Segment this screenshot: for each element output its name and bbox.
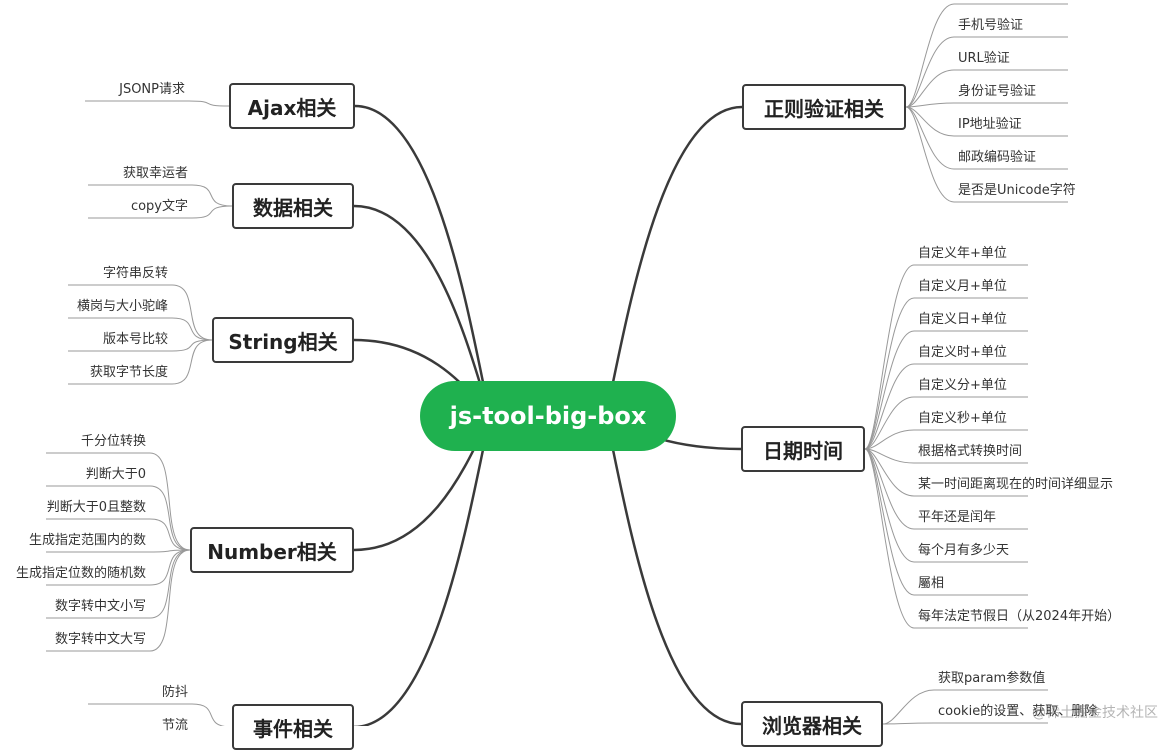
leaf-topic[interactable]: 节流 xyxy=(161,718,188,733)
leaf-topic[interactable]: 数字转中文小写 xyxy=(54,599,146,614)
leaf-topic[interactable]: 生成指定范围内的数 xyxy=(28,533,146,548)
leaf-topic[interactable]: 自定义时+单位 xyxy=(918,345,1007,360)
leaf-topic[interactable]: 平年还是闰年 xyxy=(918,510,997,525)
leaf-connector xyxy=(864,396,915,450)
leaf-connector xyxy=(864,429,915,450)
leaf-topic[interactable]: URL验证 xyxy=(958,51,1010,66)
leaf-connector xyxy=(149,485,191,551)
leaf-topic[interactable]: 身份证号验证 xyxy=(958,84,1037,99)
leaf-connector xyxy=(864,363,915,450)
leaf-connector xyxy=(149,452,191,551)
leaf-topic[interactable]: 自定义年+单位 xyxy=(918,246,1007,261)
leaf-connector xyxy=(864,264,915,450)
leaf-connector xyxy=(149,549,191,652)
leaf-connector xyxy=(882,689,935,725)
leaf-connector xyxy=(191,703,226,726)
branch-topic[interactable]: 日期时间 xyxy=(741,426,865,472)
leaf-connector xyxy=(864,448,915,629)
leaf-topic[interactable]: 自定义秒+单位 xyxy=(918,411,1007,426)
leaf-connector xyxy=(882,722,935,725)
leaf-topic[interactable]: 邮箱验证 xyxy=(958,0,1010,1)
branch-topic[interactable]: String相关 xyxy=(212,317,354,363)
leaf-topic[interactable]: 数字转中文大写 xyxy=(54,632,146,647)
leaf-connector xyxy=(149,518,191,551)
leaf-topic[interactable]: 每个月有多少天 xyxy=(918,543,1010,558)
leaf-topic[interactable]: 判断大于0且整数 xyxy=(46,500,146,515)
leaf-connector xyxy=(171,339,213,385)
leaf-topic[interactable]: 生成指定位数的随机数 xyxy=(15,566,146,581)
leaf-topic[interactable]: IP地址验证 xyxy=(958,117,1022,132)
leaf-connector xyxy=(905,102,955,108)
leaf-topic[interactable]: 屬相 xyxy=(918,576,945,591)
leaf-topic[interactable]: 获取幸运者 xyxy=(122,166,188,181)
branch-connector xyxy=(353,415,492,726)
leaf-topic[interactable]: 手机号验证 xyxy=(958,18,1024,33)
branch-connector xyxy=(604,415,742,726)
leaf-connector xyxy=(905,106,955,170)
watermark-text: @稀土掘金技术社区 xyxy=(1032,705,1158,721)
leaf-topic[interactable]: 版本号比较 xyxy=(102,332,168,347)
branch-topic[interactable]: 正则验证相关 xyxy=(742,84,906,130)
leaf-connector xyxy=(149,549,191,553)
leaf-topic[interactable]: 某一时间距离现在的时间详细显示 xyxy=(918,477,1114,492)
leaf-connector xyxy=(905,3,955,108)
leaf-topic[interactable]: 千分位转换 xyxy=(80,434,146,449)
leaf-topic[interactable]: 获取param参数值 xyxy=(938,671,1046,686)
branch-connector xyxy=(354,104,492,417)
leaf-topic[interactable]: cookie的设置、获取、删除 xyxy=(938,704,1098,719)
leaf-connector xyxy=(191,184,233,207)
leaf-topic[interactable]: 邮政编码验证 xyxy=(958,150,1037,165)
leaf-topic[interactable]: 防抖 xyxy=(161,685,188,700)
leaf-connector xyxy=(905,69,955,108)
leaf-topic[interactable]: 根据格式转换时间 xyxy=(918,444,1023,459)
leaf-connector xyxy=(905,106,955,137)
leaf-connector xyxy=(149,549,191,586)
leaf-topic[interactable]: 自定义日+单位 xyxy=(918,312,1007,327)
leaf-connector xyxy=(864,330,915,450)
leaf-topic[interactable]: 是否是Unicode字符 xyxy=(958,183,1076,198)
mindmap-canvas: js-tool-big-box Ajax相关 JSONP请求数据相关 获取幸运者 co… xyxy=(15,0,1158,750)
branch-connector xyxy=(604,105,743,417)
leaf-connector xyxy=(188,100,230,107)
branch-topic[interactable]: Number相关 xyxy=(190,527,354,573)
leaf-topic[interactable]: JSONP请求 xyxy=(119,82,185,97)
leaf-connector xyxy=(149,549,191,619)
leaf-connector xyxy=(905,106,955,203)
leaf-topic[interactable]: copy文字 xyxy=(130,199,188,214)
leaf-connector xyxy=(864,297,915,450)
branch-topic[interactable]: 数据相关 xyxy=(232,183,354,229)
central-topic[interactable]: js-tool-big-box xyxy=(420,381,676,451)
leaf-topic[interactable]: 自定义分+单位 xyxy=(918,378,1007,393)
leaf-connector xyxy=(171,339,213,352)
leaf-topic[interactable]: 判断大于0 xyxy=(85,467,146,482)
leaf-topic[interactable]: 横岗与大小驼峰 xyxy=(76,299,168,314)
leaf-topic[interactable]: 获取字节长度 xyxy=(89,365,168,380)
leaf-topic[interactable]: 每年法定节假日（从2024年开始） xyxy=(918,609,1121,624)
branch-topic[interactable]: 浏览器相关 xyxy=(741,701,883,747)
leaf-connector xyxy=(171,317,213,341)
leaf-topic[interactable]: 自定义月+单位 xyxy=(918,279,1007,294)
leaf-connector xyxy=(171,284,213,341)
branch-topic[interactable]: 事件相关 xyxy=(232,704,354,750)
leaf-connector xyxy=(191,205,233,219)
leaf-connector xyxy=(864,448,915,497)
leaf-connector xyxy=(905,36,955,108)
leaf-topic[interactable]: 字符串反转 xyxy=(102,266,168,281)
leaf-connector xyxy=(864,448,915,530)
connector-layer xyxy=(46,3,1068,726)
branch-topic[interactable]: Ajax相关 xyxy=(229,83,355,129)
